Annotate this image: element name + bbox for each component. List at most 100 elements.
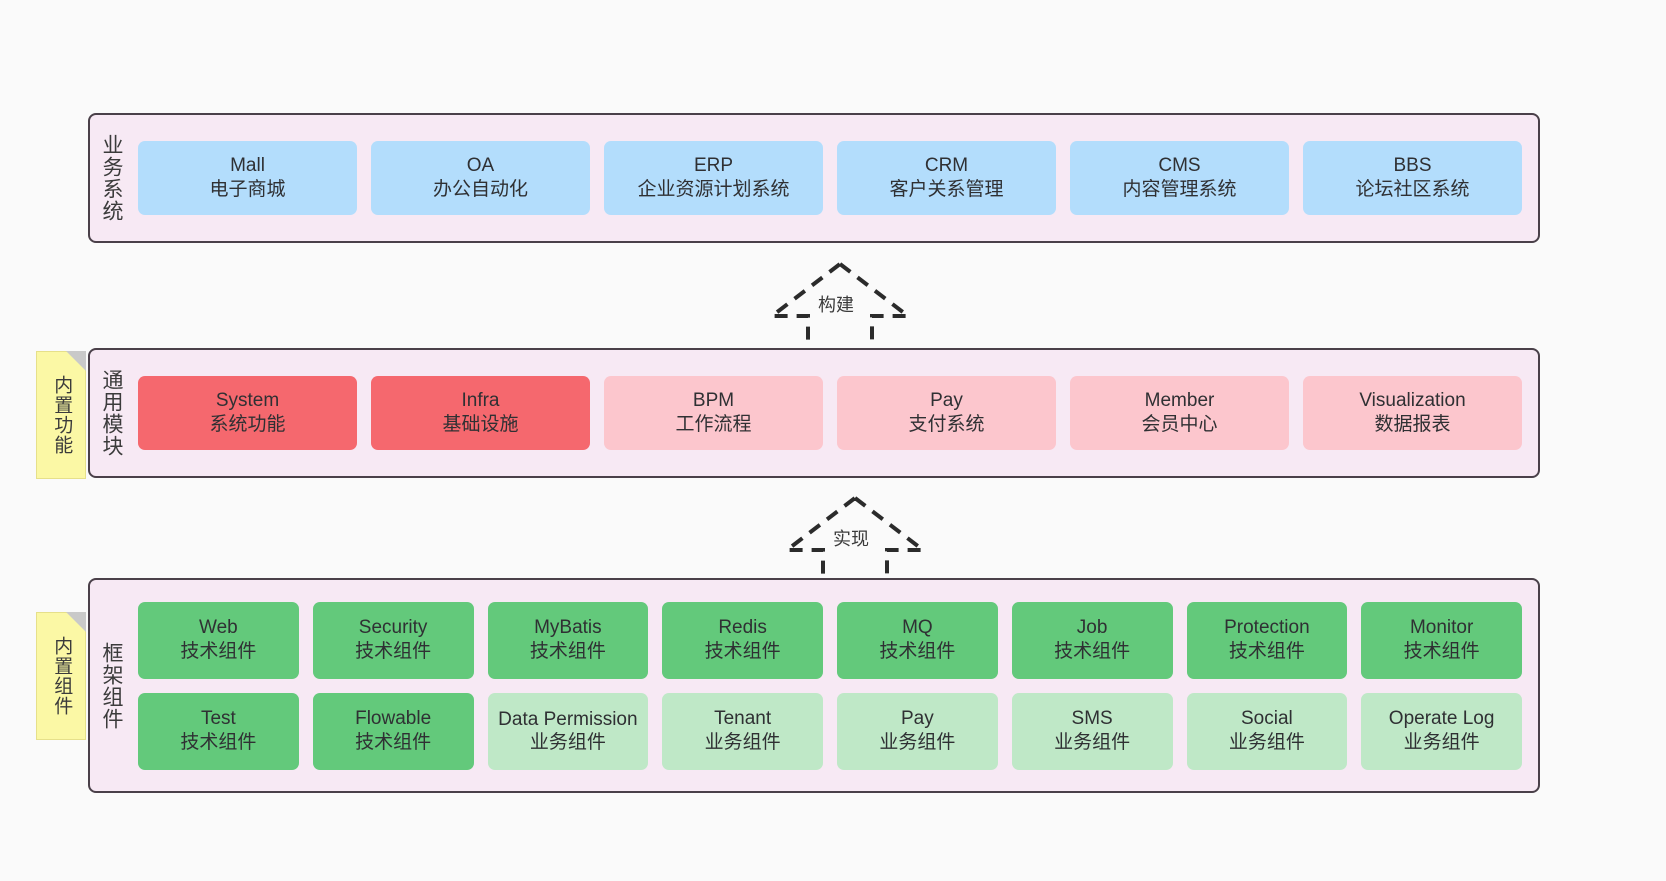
card-system[interactable]: System 系统功能 [138,376,357,450]
sticky-note-label: 内置组件 [51,636,73,716]
card-subtitle: 技术组件 [704,641,781,662]
card-bpm[interactable]: BPM 工作流程 [604,376,823,450]
card-title: CRM [924,154,969,176]
card-redis[interactable]: Redis 技术组件 [662,601,823,679]
card-subtitle: 技术组件 [180,641,257,662]
card-subtitle: 技术组件 [529,641,606,662]
card-title: BBS [1393,154,1432,176]
card-title: Data Permission [498,708,638,730]
card-subtitle: 技术组件 [1054,641,1131,662]
card-web[interactable]: Web 技术组件 [138,601,299,679]
card-subtitle: 工作流程 [675,414,752,435]
card-pay-component[interactable]: Pay 业务组件 [837,692,998,770]
dashed-up-arrow-icon [766,261,914,358]
card-title: Security [358,616,428,638]
card-title: ERP [693,154,734,176]
card-title: Visualization [1359,389,1466,411]
card-subtitle: 会员中心 [1141,414,1218,435]
layer-label-common-module: 通用模块 [100,369,124,457]
card-title: OA [466,154,495,176]
card-subtitle: 论坛社区系统 [1355,179,1470,200]
layer-framework-component: 框架组件 Web 技术组件 Security 技术组件 MyBatis 技术组件… [88,578,1540,793]
card-subtitle: 电子商城 [209,179,286,200]
sticky-note-builtin-feature: 内置功能 [36,351,86,479]
card-subtitle: 技术组件 [1403,641,1480,662]
card-row: Test 技术组件 Flowable 技术组件 Data Permission … [138,692,1522,770]
card-erp[interactable]: ERP 企业资源计划系统 [604,141,823,215]
arrow-implement: 实现 [775,492,935,592]
card-subtitle: 企业资源计划系统 [637,179,790,200]
card-subtitle: 业务组件 [1054,732,1131,753]
arrow-label-build: 构建 [818,295,854,315]
card-subtitle: 内容管理系统 [1122,179,1237,200]
layer-body-common-module: System 系统功能 Infra 基础设施 BPM 工作流程 Pay 支付系统… [132,350,1538,476]
card-title: Web [199,616,238,638]
card-title: Flowable [355,707,432,729]
card-subtitle: 客户关系管理 [889,179,1004,200]
card-oa[interactable]: OA 办公自动化 [371,141,590,215]
card-crm[interactable]: CRM 客户关系管理 [837,141,1056,215]
card-security[interactable]: Security 技术组件 [312,601,474,679]
card-subtitle: 技术组件 [355,641,432,662]
card-row: System 系统功能 Infra 基础设施 BPM 工作流程 Pay 支付系统… [138,376,1522,450]
card-title: Monitor [1409,616,1474,638]
card-cms[interactable]: CMS 内容管理系统 [1070,141,1289,215]
card-subtitle: 业务组件 [879,732,956,753]
layer-label-business-system: 业务系统 [100,134,124,222]
card-test[interactable]: Test 技术组件 [138,692,299,770]
card-title: BPM [692,389,735,411]
card-title: Operate Log [1388,707,1495,729]
card-tenant[interactable]: Tenant 业务组件 [662,692,823,770]
card-title: Pay [930,389,963,411]
card-title: Redis [718,616,767,638]
card-title: Mall [230,154,265,176]
card-subtitle: 业务组件 [529,732,606,753]
card-title: SMS [1071,707,1113,729]
card-row: Web 技术组件 Security 技术组件 MyBatis 技术组件 Redi… [138,601,1522,679]
card-subtitle: 支付系统 [908,414,985,435]
card-monitor[interactable]: Monitor 技术组件 [1361,601,1522,679]
card-subtitle: 业务组件 [1403,732,1480,753]
card-bbs[interactable]: BBS 论坛社区系统 [1303,141,1522,215]
card-subtitle: 技术组件 [355,732,432,753]
card-sms[interactable]: SMS 业务组件 [1011,692,1173,770]
card-title: CMS [1158,154,1201,176]
card-infra[interactable]: Infra 基础设施 [371,376,590,450]
layer-body-business-system: Mall 电子商城 OA 办公自动化 ERP 企业资源计划系统 CRM 客户关系… [132,115,1538,241]
card-title: Social [1241,707,1293,729]
card-visualization[interactable]: Visualization 数据报表 [1303,376,1522,450]
card-pay-module[interactable]: Pay 支付系统 [837,376,1056,450]
card-job[interactable]: Job 技术组件 [1011,601,1173,679]
card-subtitle: 业务组件 [704,732,781,753]
card-protection[interactable]: Protection 技术组件 [1186,601,1348,679]
card-title: System [215,389,280,411]
arrow-build: 构建 [760,258,920,358]
card-title: Test [200,707,236,729]
card-title: MyBatis [534,616,602,638]
card-social[interactable]: Social 业务组件 [1186,692,1348,770]
card-title: Member [1144,389,1215,411]
card-member[interactable]: Member 会员中心 [1070,376,1289,450]
card-subtitle: 技术组件 [1228,641,1305,662]
layer-body-framework-component: Web 技术组件 Security 技术组件 MyBatis 技术组件 Redi… [132,580,1538,791]
card-data-permission[interactable]: Data Permission 业务组件 [487,692,649,770]
card-subtitle: 基础设施 [442,414,519,435]
card-title: Job [1076,616,1108,638]
card-operate-log[interactable]: Operate Log 业务组件 [1361,692,1522,770]
dashed-up-arrow-icon [781,495,929,592]
card-subtitle: 技术组件 [879,641,956,662]
card-mall[interactable]: Mall 电子商城 [138,141,357,215]
card-mq[interactable]: MQ 技术组件 [837,601,998,679]
card-subtitle: 技术组件 [180,732,257,753]
layer-label-framework-component: 框架组件 [100,641,124,730]
card-flowable[interactable]: Flowable 技术组件 [312,692,474,770]
arrow-label-implement: 实现 [833,529,869,549]
sticky-note-builtin-component: 内置组件 [36,612,86,740]
card-title: Infra [461,389,500,411]
card-mybatis[interactable]: MyBatis 技术组件 [487,601,649,679]
card-subtitle: 数据报表 [1374,414,1451,435]
card-subtitle: 办公自动化 [432,179,528,200]
card-title: Tenant [714,707,772,729]
card-title: MQ [902,616,933,638]
